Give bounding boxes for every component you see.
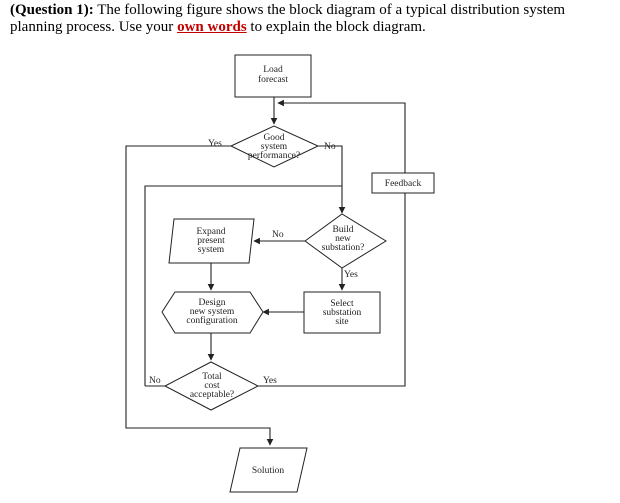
- cost-line-2: cost: [204, 381, 220, 391]
- build-line-3: substation?: [322, 243, 365, 253]
- feedback-box: Feedback: [371, 172, 435, 194]
- load-forecast-line-1: Load: [263, 65, 283, 75]
- path-performance-no-to-build: [318, 145, 346, 214]
- label-build-no: No: [272, 230, 284, 240]
- question-body-2: to explain the block diagram.: [246, 19, 426, 35]
- path-loop-to-build: [144, 185, 342, 374]
- label-performance-no: No: [324, 142, 336, 152]
- cost-line-1: Total: [202, 372, 222, 382]
- total-cost-acceptable-decision: Total cost acceptable?: [163, 361, 260, 411]
- label-performance-yes: Yes: [208, 139, 222, 149]
- solution-box: Solution: [229, 447, 308, 493]
- load-forecast-box: Load forecast: [234, 54, 312, 98]
- question-emphasis: own words: [177, 19, 247, 35]
- load-forecast-line-2: forecast: [258, 74, 288, 85]
- design-new-system-configuration-box: Design new system configuration: [161, 291, 264, 334]
- expand-line-1: Expand: [196, 227, 225, 237]
- question-body-1: The following figure shows the block dia…: [10, 2, 566, 35]
- question-label: (Question 1):: [10, 2, 94, 18]
- path-cost-yes-to-feedback: [258, 193, 406, 387]
- performance-line-2: system: [261, 142, 288, 152]
- label-cost-no: No: [149, 376, 161, 386]
- design-line-3: configuration: [186, 315, 237, 326]
- question-text: (Question 1): The following figure shows…: [10, 2, 610, 36]
- expand-line-3: system: [198, 245, 225, 255]
- select-line-2: substation: [323, 308, 362, 318]
- expand-present-system-box: Expand present system: [168, 218, 255, 264]
- select-substation-site-box: Select substation site: [303, 291, 381, 334]
- performance-line-3: performance?: [248, 150, 300, 161]
- label-build-yes: Yes: [344, 270, 358, 280]
- select-line-1: Select: [330, 299, 354, 309]
- design-line-2: new system: [190, 307, 235, 317]
- feedback-label: Feedback: [385, 179, 422, 189]
- path-performance-yes-to-solution: [125, 145, 274, 446]
- path-feedback-to-load: [277, 99, 406, 173]
- select-line-3: site: [335, 317, 348, 327]
- build-line-2: new: [335, 234, 351, 244]
- performance-line-1: Good: [263, 133, 284, 143]
- design-line-1: Design: [199, 298, 226, 308]
- solution-label: Solution: [252, 466, 284, 476]
- expand-line-2: present: [197, 236, 225, 246]
- build-line-1: Build: [332, 225, 353, 235]
- cost-line-3: acceptable?: [190, 390, 234, 400]
- build-new-substation-decision: Build new substation?: [304, 213, 387, 269]
- label-cost-yes: Yes: [263, 376, 277, 386]
- good-system-performance-decision: Good system performance?: [229, 125, 320, 168]
- connectors: [125, 97, 406, 446]
